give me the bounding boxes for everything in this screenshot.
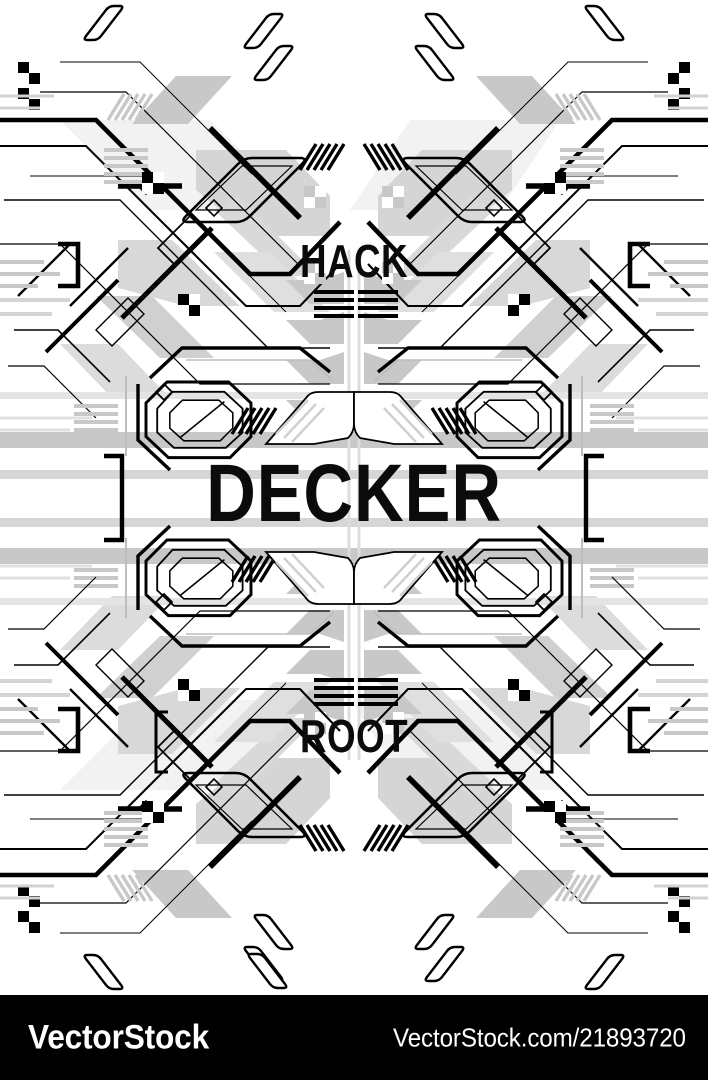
poster-label-root: ROOT	[299, 710, 409, 762]
poster-label-decker: DECKER	[206, 448, 502, 539]
top-left-circuitry	[0, 61, 342, 419]
middle-band-right	[353, 346, 708, 648]
vectorstock-footer-bar: VectorStock VectorStock.com/21893720	[0, 995, 708, 1080]
vectorstock-url-text: VectorStock.com/21893720	[393, 1022, 686, 1052]
middle-band-left	[0, 346, 355, 648]
root-brackets	[154, 710, 554, 774]
circuit-artwork	[0, 4, 708, 991]
bottom-right-circuitry	[366, 576, 708, 934]
bottom-left-circuitry	[0, 576, 342, 934]
circuit-artwork-svg	[0, 4, 708, 991]
vectorstock-logo-text: VectorStock	[28, 1018, 210, 1056]
poster-label-hack: HACK	[299, 235, 409, 287]
top-right-circuitry	[362, 4, 708, 419]
edge-traces	[0, 94, 708, 900]
